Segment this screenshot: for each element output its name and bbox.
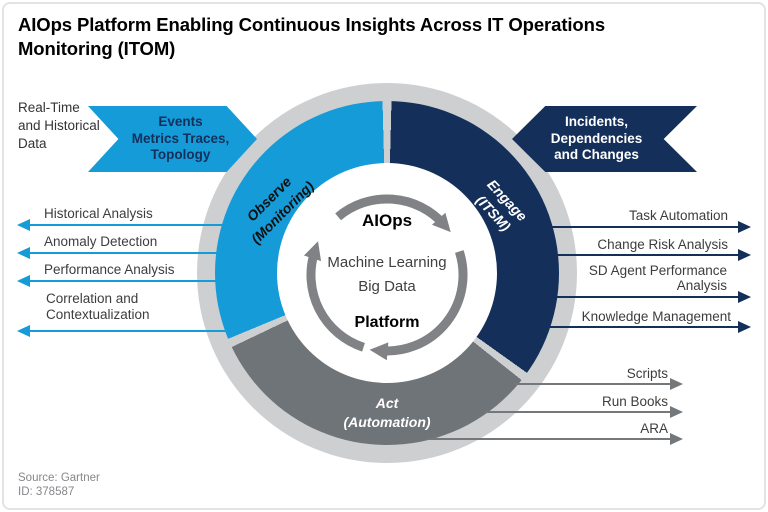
engage-output-label: Change Risk Analysis [597, 237, 728, 252]
cycle-arrows-icon [303, 194, 468, 361]
events-banner-text: Events Metrics Traces, Topology [88, 114, 257, 164]
id-text: ID: 378587 [18, 486, 75, 498]
right-arrowhead-icon [670, 378, 683, 390]
right-arrowhead-icon [670, 433, 683, 445]
observe-output-label: Anomaly Detection [44, 234, 158, 249]
center-footing: Platform [354, 314, 420, 331]
act-output-arrow-line [485, 411, 670, 413]
incidents-banner-text: Incidents, Dependencies and Changes [512, 114, 697, 164]
engage-output-label: SD Agent Performance Analysis [588, 263, 727, 293]
segment-label-act: Act (Automation) [287, 394, 487, 432]
right-arrowhead-icon [738, 321, 751, 333]
events-banner: Events Metrics Traces, Topology [88, 106, 257, 172]
engage-output-arrow-line [556, 296, 738, 298]
incidents-banner: Incidents, Dependencies and Changes [512, 106, 697, 172]
act-output-arrow-line [426, 438, 670, 440]
observe-output-arrow-line [30, 224, 224, 226]
events-banner-line2: Metrics Traces, [131, 130, 230, 146]
observe-output-arrow-line [30, 280, 217, 282]
incidents-banner-line3: and Changes [554, 147, 639, 163]
observe-output-label: Historical Analysis [44, 206, 153, 221]
observe-output-label: Correlation and Contextualization [46, 291, 150, 322]
right-arrowhead-icon [738, 291, 751, 303]
engage-output-label: Knowledge Management [581, 309, 731, 324]
incidents-banner-line2: Dependencies [550, 130, 643, 146]
engage-output-arrow-line [552, 226, 738, 228]
page-title: AIOps Platform Enabling Continuous Insig… [18, 14, 606, 59]
observe-output-arrow-line [30, 252, 218, 254]
act-output-label: Run Books [601, 394, 668, 409]
incidents-banner-line1: Incidents, [564, 114, 628, 130]
center-heading: AIOps [361, 211, 413, 230]
act-label: Act [375, 395, 399, 411]
right-arrowhead-icon [738, 221, 751, 233]
act-output-label: ARA [640, 421, 668, 436]
center-line1: Machine Learning [327, 254, 447, 271]
wheel-center-text: AIOps Machine Learning Big Data Platform [297, 211, 477, 333]
engage-output-label: Task Automation [628, 208, 728, 223]
act-sublabel: (Automation) [343, 414, 431, 430]
act-output-arrow-line [515, 383, 670, 385]
footer: Source: Gartner ID: 378587 [18, 471, 100, 499]
source-text: Source: Gartner [18, 472, 100, 484]
left-arrowhead-icon [17, 219, 30, 231]
observe-output-label: Performance Analysis [44, 262, 175, 277]
right-arrowhead-icon [670, 406, 683, 418]
left-arrowhead-icon [17, 275, 30, 287]
right-arrowhead-icon [738, 249, 751, 261]
left-arrowhead-icon [17, 325, 30, 337]
events-banner-line1: Events [158, 114, 203, 130]
observe-output-arrow-line [30, 330, 226, 332]
events-banner-line3: Topology [150, 147, 211, 163]
engage-output-arrow-line [556, 254, 738, 256]
act-output-label: Scripts [626, 366, 668, 381]
left-arrowhead-icon [17, 247, 30, 259]
left-input-note: Real-Time and Historical Data [18, 100, 100, 151]
center-line2: Big Data [358, 278, 416, 295]
engage-output-arrow-line [550, 326, 738, 328]
